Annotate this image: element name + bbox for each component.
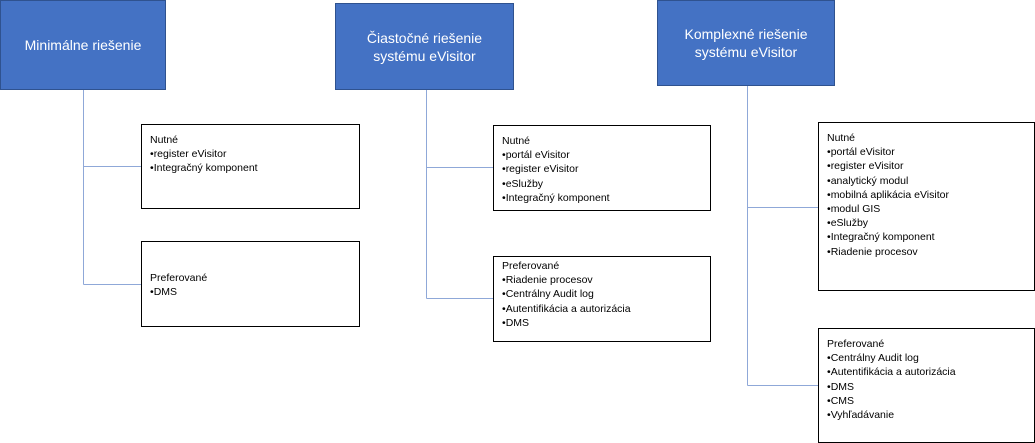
list-item: CMS	[827, 394, 1034, 408]
preferred-list: DMS	[150, 285, 359, 299]
preferred-box-minimal: Preferované DMS	[141, 241, 360, 327]
preferred-heading: Preferované	[827, 338, 885, 350]
list-item: DMS	[827, 380, 1034, 394]
header-minimal-solution: Minimálne riešenie	[0, 0, 166, 90]
preferred-box-partial: Preferované Riadenie procesov Centrálny …	[493, 256, 711, 342]
list-item: Centrálny Audit log	[827, 351, 1034, 365]
required-heading: Nutné	[502, 135, 531, 147]
preferred-heading: Preferované	[150, 272, 208, 284]
required-box-minimal: Nutné register eVisitor Integračný kompo…	[141, 124, 360, 209]
list-item: Riadenie procesov	[827, 245, 1034, 259]
header-partial-solution-title: Čiastočné riešenie systému eVisitor	[366, 29, 483, 64]
list-item: Riadenie procesov	[502, 273, 710, 287]
list-item: Integračný komponent	[150, 161, 359, 175]
header-partial-solution: Čiastočné riešenie systému eVisitor	[335, 3, 514, 90]
header-complex-solution: Komplexné riešenie systému eVisitor	[657, 0, 835, 86]
list-item: Autentifikácia a autorizácia	[502, 302, 710, 316]
list-item: Autentifikácia a autorizácia	[827, 365, 1034, 379]
header-complex-solution-title: Komplexné riešenie systému eVisitor	[684, 26, 808, 60]
list-item: Integračný komponent	[502, 191, 710, 205]
preferred-box-complex: Preferované Centrálny Audit log Autentif…	[818, 328, 1035, 443]
list-item: DMS	[502, 316, 710, 330]
list-item: register eVisitor	[827, 159, 1034, 173]
list-item: Integračný komponent	[827, 230, 1034, 244]
list-item: analytický modul	[827, 174, 1034, 188]
required-list: register eVisitor Integračný komponent	[150, 147, 359, 175]
required-heading: Nutné	[150, 134, 179, 146]
list-item: portál eVisitor	[502, 148, 710, 162]
preferred-list: Riadenie procesov Centrálny Audit log Au…	[502, 273, 710, 330]
list-item: DMS	[150, 285, 359, 299]
list-item: eSlužby	[502, 177, 710, 191]
list-item: Centrálny Audit log	[502, 287, 710, 301]
preferred-list: Centrálny Audit log Autentifikácia a aut…	[827, 351, 1034, 422]
preferred-heading: Preferované	[502, 260, 560, 272]
list-item: mobilná aplikácia eVisitor	[827, 188, 1034, 202]
list-item: eSlužby	[827, 216, 1034, 230]
list-item: register eVisitor	[150, 147, 359, 161]
required-list: portál eVisitor register eVisitor analyt…	[827, 145, 1034, 259]
list-item: modul GIS	[827, 202, 1034, 216]
list-item: register eVisitor	[502, 162, 710, 176]
required-list: portál eVisitor register eVisitor eSlužb…	[502, 148, 710, 205]
header-minimal-solution-title: Minimálne riešenie	[24, 37, 142, 53]
list-item: portál eVisitor	[827, 145, 1034, 159]
required-heading: Nutné	[827, 132, 856, 144]
list-item: Vyhľadávanie	[827, 408, 1034, 422]
required-box-complex: Nutné portál eVisitor register eVisitor …	[818, 122, 1035, 291]
required-box-partial: Nutné portál eVisitor register eVisitor …	[493, 125, 711, 211]
